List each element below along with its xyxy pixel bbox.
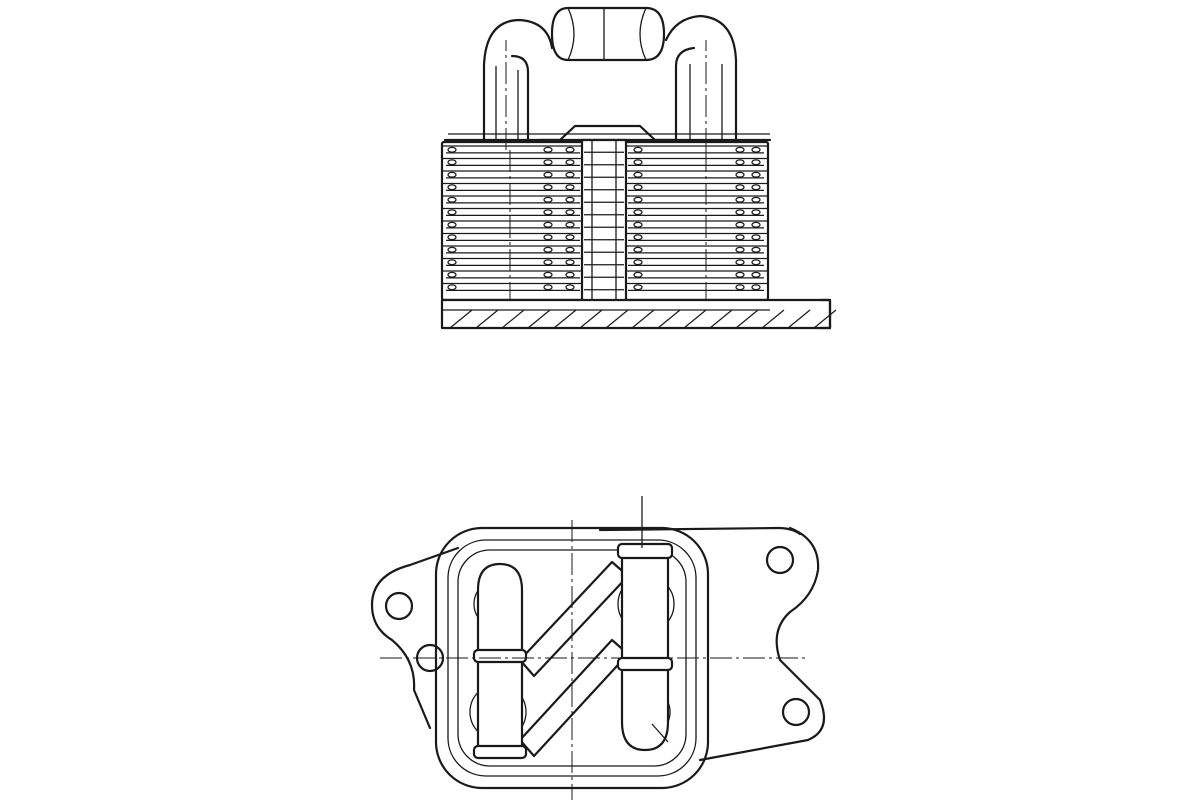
hatch-line <box>787 309 811 329</box>
left-pipe-top-view <box>472 562 528 760</box>
cooler-plate <box>442 282 768 292</box>
cooler-plate <box>442 145 768 154</box>
top-view <box>370 496 826 800</box>
cooler-plate <box>442 207 768 217</box>
top-connector <box>550 6 666 62</box>
hatch-line <box>501 309 525 329</box>
hatch-line <box>761 309 785 329</box>
bolt-hole-right-bottom <box>781 697 811 727</box>
right-pipe <box>664 14 738 150</box>
hatch-line <box>449 309 473 329</box>
hatch-line <box>553 309 577 329</box>
hatch-line <box>475 309 499 329</box>
mounting-flange <box>370 526 826 762</box>
hatch-line <box>709 309 733 329</box>
cooler-plate <box>442 220 768 229</box>
section-hatching <box>449 309 837 329</box>
side-view <box>440 6 837 330</box>
cooler-plate <box>442 157 768 167</box>
cooler-plate <box>442 257 768 267</box>
top-cap <box>443 124 772 142</box>
hatch-line <box>813 309 837 329</box>
hatch-line <box>605 309 629 329</box>
hatch-line <box>527 309 551 329</box>
cooler-plate <box>442 195 768 204</box>
cooler-plate <box>442 170 768 179</box>
cooler-plate <box>442 232 768 242</box>
cooler-plate <box>442 270 768 279</box>
bolt-hole-left <box>384 591 414 621</box>
cooler-stack <box>440 138 770 304</box>
hatch-line <box>631 309 655 329</box>
hatch-line <box>579 309 603 329</box>
cooler-plate <box>442 245 768 254</box>
bolt-hole-right-top <box>765 545 795 575</box>
hatch-line <box>657 309 681 329</box>
left-pipe <box>482 18 554 150</box>
hatch-line <box>683 309 707 329</box>
base-flange <box>440 298 837 330</box>
right-pipe-top-view <box>616 542 674 752</box>
hatch-line <box>735 309 759 329</box>
cooler-plate <box>442 182 768 192</box>
diagonal-pipe <box>518 560 630 758</box>
